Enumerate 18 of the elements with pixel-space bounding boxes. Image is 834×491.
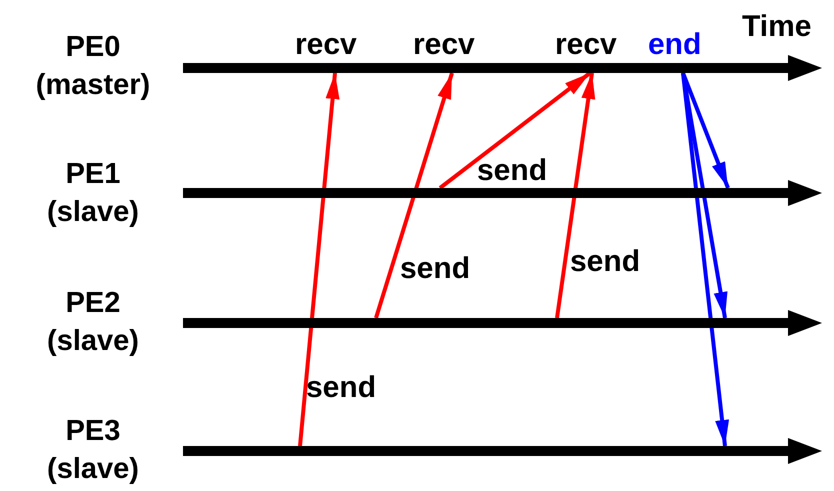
- process-label: PE0 (master): [34, 30, 152, 103]
- event-label: recv: [295, 28, 357, 62]
- edge-label: send: [400, 252, 470, 286]
- arrow: [298, 72, 340, 446]
- event-label: end: [648, 28, 702, 62]
- edge-label: send: [570, 245, 640, 279]
- arrow: [681, 72, 730, 446]
- process-label: PE2 (slave): [46, 286, 140, 359]
- edge-label: send: [477, 154, 548, 188]
- process-label: PE3 (slave): [46, 414, 140, 487]
- arrow: [438, 71, 592, 190]
- arrow: [555, 72, 596, 318]
- process-label: PE1 (slave): [46, 157, 140, 230]
- event-label: recv: [413, 28, 475, 62]
- edge-label: send: [306, 371, 376, 405]
- axis-label: Time: [742, 10, 812, 44]
- arrow: [374, 72, 454, 319]
- event-label: recv: [555, 28, 617, 62]
